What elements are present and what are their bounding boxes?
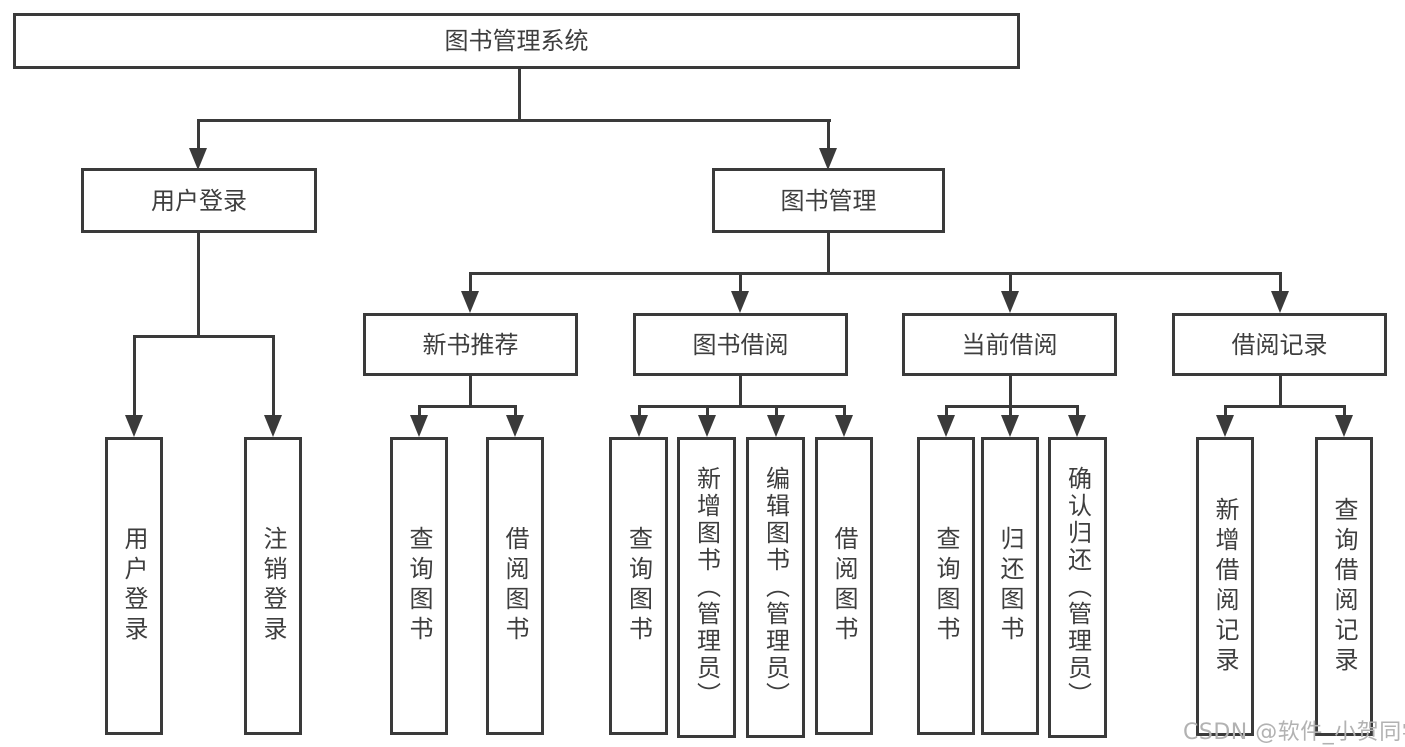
node-label: 查询图书 xyxy=(932,526,960,646)
connector-line xyxy=(945,405,1079,408)
connector-line xyxy=(1279,272,1282,293)
arrow-down-icon xyxy=(1271,291,1289,313)
arrow-down-icon xyxy=(410,415,428,437)
leaf-borrow-books-recommend: 借阅图书 xyxy=(486,437,544,735)
arrow-down-icon xyxy=(1068,415,1086,437)
arrow-down-icon xyxy=(1335,415,1353,437)
leaf-query-books-recommend: 查询图书 xyxy=(390,437,448,735)
arrow-down-icon xyxy=(819,148,837,170)
node-label: 编辑图书（管理员） xyxy=(761,466,790,709)
connector-line xyxy=(469,272,472,293)
node-root: 图书管理系统 xyxy=(13,13,1020,69)
node-label: 借阅图书 xyxy=(501,526,529,646)
node-label: 归还图书 xyxy=(996,526,1024,646)
connector-line xyxy=(1009,405,1012,417)
connector-line xyxy=(1009,376,1012,407)
node-label: 新书推荐 xyxy=(422,330,519,359)
arrow-down-icon xyxy=(189,148,207,170)
connector-line xyxy=(469,376,472,407)
node-label: 查询图书 xyxy=(624,526,653,646)
arrow-down-icon xyxy=(506,415,524,437)
connector-line xyxy=(418,405,516,408)
node-label: 借阅图书 xyxy=(830,526,858,646)
node-label: 用户登录 xyxy=(120,526,148,646)
connector-line xyxy=(514,405,517,417)
node-label: 新增借阅记录 xyxy=(1211,496,1239,677)
connector-line xyxy=(518,68,521,121)
connector-line xyxy=(739,272,742,293)
leaf-logout: 注销登录 xyxy=(244,437,302,735)
connector-line xyxy=(133,335,275,338)
leaf-user-login: 用户登录 xyxy=(105,437,163,735)
connector-line xyxy=(1224,405,1345,408)
node-label: 图书管理 xyxy=(780,186,877,215)
leaf-add-book-admin: 新增图书（管理员） xyxy=(677,437,736,738)
arrow-down-icon xyxy=(125,415,143,437)
connector-line xyxy=(638,405,641,417)
connector-line xyxy=(197,233,200,337)
arrow-down-icon xyxy=(835,415,853,437)
connector-line xyxy=(1279,376,1282,407)
node-new-book-recommend: 新书推荐 xyxy=(363,313,578,376)
leaf-query-books-current: 查询图书 xyxy=(917,437,975,735)
connector-line xyxy=(469,272,1282,275)
watermark: CSDN @软件_小贺同学 xyxy=(1183,720,1405,745)
node-current-borrowing: 当前借阅 xyxy=(902,313,1117,376)
connector-line xyxy=(739,376,742,407)
arrow-down-icon xyxy=(698,415,716,437)
node-label: 借阅记录 xyxy=(1231,330,1328,359)
arrow-down-icon xyxy=(1001,291,1019,313)
node-label: 查询图书 xyxy=(405,526,433,646)
connector-line xyxy=(197,119,200,150)
node-book-borrowing: 图书借阅 xyxy=(633,313,848,376)
connector-line xyxy=(706,405,709,417)
node-label: 图书借阅 xyxy=(692,330,789,359)
connector-line xyxy=(945,405,948,417)
connector-line xyxy=(1224,405,1227,417)
node-label: 确认归还（管理员） xyxy=(1063,466,1092,709)
arrow-down-icon xyxy=(264,415,282,437)
connector-line xyxy=(133,335,136,416)
connector-line xyxy=(1076,405,1079,417)
node-label: 注销登录 xyxy=(259,526,287,646)
connector-line xyxy=(775,405,778,417)
node-borrowing-records: 借阅记录 xyxy=(1172,313,1387,376)
connector-line xyxy=(638,405,845,408)
leaf-edit-book-admin: 编辑图书（管理员） xyxy=(746,437,805,738)
connector-line xyxy=(827,119,830,150)
arrow-down-icon xyxy=(937,415,955,437)
arrow-down-icon xyxy=(461,291,479,313)
node-label: 查询借阅记录 xyxy=(1330,496,1358,677)
node-label: 当前借阅 xyxy=(961,330,1058,359)
arrow-down-icon xyxy=(1216,415,1234,437)
connector-line xyxy=(272,335,275,416)
node-label: 图书管理系统 xyxy=(444,27,589,55)
node-book-management: 图书管理 xyxy=(712,168,945,233)
connector-line xyxy=(827,233,830,274)
leaf-confirm-return-admin: 确认归还（管理员） xyxy=(1048,437,1107,738)
connector-line xyxy=(418,405,421,417)
node-user-login-branch: 用户登录 xyxy=(81,168,317,233)
arrow-down-icon xyxy=(731,291,749,313)
leaf-borrow-books-borrowing: 借阅图书 xyxy=(815,437,873,735)
connector-line xyxy=(843,405,846,417)
node-label: 用户登录 xyxy=(151,186,247,215)
leaf-query-borrow-record: 查询借阅记录 xyxy=(1315,437,1373,736)
leaf-return-books: 归还图书 xyxy=(981,437,1039,735)
arrow-down-icon xyxy=(767,415,785,437)
leaf-query-books-borrowing: 查询图书 xyxy=(609,437,668,735)
connector-line xyxy=(1343,405,1346,417)
connector-line xyxy=(197,119,831,122)
leaf-add-borrow-record: 新增借阅记录 xyxy=(1196,437,1254,736)
arrow-down-icon xyxy=(1001,415,1019,437)
connector-line xyxy=(1009,272,1012,293)
arrow-down-icon xyxy=(630,415,648,437)
node-label: 新增图书（管理员） xyxy=(692,466,721,709)
